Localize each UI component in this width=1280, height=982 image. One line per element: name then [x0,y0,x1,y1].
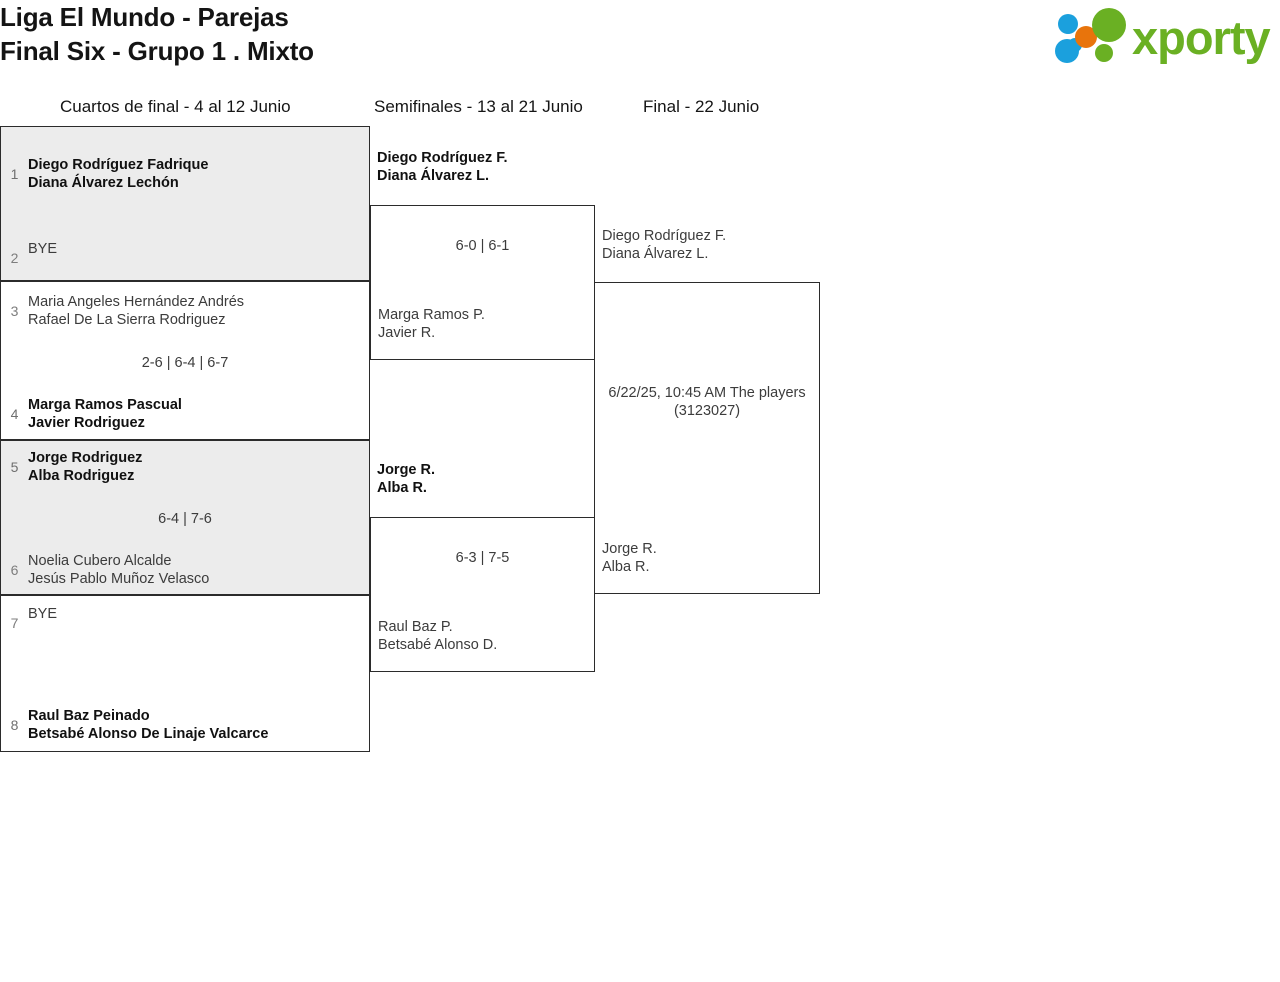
seed-number: 6 [10,562,19,578]
match-qf-4-top[interactable]: 7 BYE [1,605,369,632]
match-sf-2-score: 6-3 | 7-5 [455,550,510,566]
match-qf-3[interactable]: 5 Jorge Rodriguez Alba Rodriguez 6-4 | 7… [0,440,370,595]
match-sf-1-bottom-team[interactable]: Marga Ramos P. Javier R. [378,307,485,341]
seed-number: 8 [10,717,19,733]
match-final-schedule: 6/22/25, 10:45 AM The players (3123027) [608,385,806,419]
match-qf-1-bottom[interactable]: 2 BYE [1,240,369,267]
match-sf-1-top-team[interactable]: Diego Rodríguez F. Diana Álvarez L. [377,150,508,184]
round-header-quarterfinals: Cuartos de final - 4 al 12 Junio [60,97,291,116]
match-qf-4[interactable]: 7 BYE 8 Raul Baz Peinado Betsabé Alonso … [0,595,370,752]
match-final[interactable]: 6/22/25, 10:45 AM The players (3123027) … [594,282,820,594]
seed-number: 2 [10,250,19,266]
match-qf-3-bottom[interactable]: 6 Noelia Cubero Alcalde Jesús Pablo Muño… [1,552,369,588]
match-final-top-team[interactable]: Diego Rodríguez F. Diana Álvarez L. [602,228,727,262]
team-names: BYE [28,606,58,622]
team-names: Marga Ramos Pascual Javier Rodriguez [28,397,182,431]
logo-wordmark: xporty [1132,11,1272,64]
team-names: Diego Rodríguez Fadrique Diana Álvarez L… [28,157,209,191]
page-title: Liga El Mundo - Parejas Final Six - Grup… [0,0,900,68]
seed-number: 5 [10,459,19,475]
match-qf-1-top[interactable]: 1 Diego Rodríguez Fadrique Diana Álvarez… [1,156,369,192]
round-header-semifinals: Semifinales - 13 al 21 Junio [374,97,583,116]
svg-text:xporty: xporty [1132,11,1271,64]
match-final-bottom-team[interactable]: Jorge R. Alba R. [602,541,657,575]
match-sf-2-bottom-team[interactable]: Raul Baz P. Betsabé Alonso D. [378,619,498,653]
seed-number: 7 [10,615,19,631]
match-qf-1[interactable]: 1 Diego Rodríguez Fadrique Diana Álvarez… [0,126,370,281]
xporty-logo: xporty [1047,4,1277,70]
team-names: Maria Angeles Hernández Andrés Rafael De… [28,294,245,328]
match-sf-2-top-team[interactable]: Jorge R. Alba R. [377,462,436,496]
team-names: BYE [28,241,58,257]
match-qf-2-bottom[interactable]: 4 Marga Ramos Pascual Javier Rodriguez [1,396,369,432]
page-title-line-2: Final Six - Grupo 1 . Mixto [0,36,314,66]
seed-number: 4 [10,406,19,422]
page-title-line-1: Liga El Mundo - Parejas [0,2,289,32]
match-qf-2-score: 2-6 | 6-4 | 6-7 [141,355,229,371]
seed-number: 1 [10,166,19,182]
match-qf-2[interactable]: 3 Maria Angeles Hernández Andrés Rafael … [0,281,370,440]
match-qf-2-top[interactable]: 3 Maria Angeles Hernández Andrés Rafael … [1,293,369,329]
match-sf-1-score: 6-0 | 6-1 [455,238,510,254]
match-qf-4-bottom[interactable]: 8 Raul Baz Peinado Betsabé Alonso De Lin… [1,707,369,743]
match-sf-1[interactable]: 6-0 | 6-1 Marga Ramos P. Javier R. [370,205,595,360]
round-header-final: Final - 22 Junio [643,97,760,116]
team-names: Jorge Rodriguez Alba Rodriguez [28,450,143,484]
match-qf-3-top[interactable]: 5 Jorge Rodriguez Alba Rodriguez [1,449,369,485]
team-names: Noelia Cubero Alcalde Jesús Pablo Muñoz … [28,553,210,587]
match-sf-2[interactable]: 6-3 | 7-5 Raul Baz P. Betsabé Alonso D. [370,517,595,672]
seed-number: 3 [10,303,19,319]
team-names: Raul Baz Peinado Betsabé Alonso De Linaj… [28,708,269,742]
match-qf-3-score: 6-4 | 7-6 [158,511,212,527]
logo-dots-icon [1055,8,1126,63]
